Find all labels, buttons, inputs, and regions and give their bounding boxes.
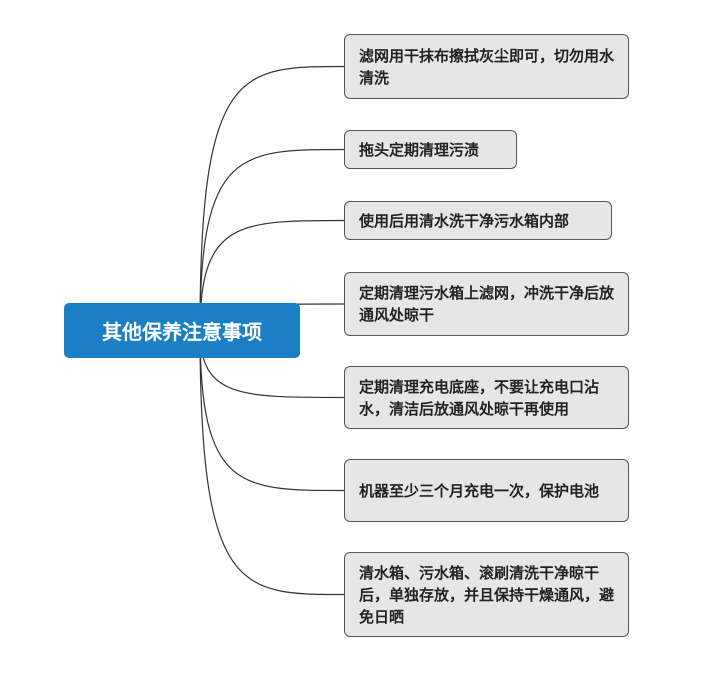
child-node-4[interactable]: 定期清理污水箱上滤网，冲洗干净后放通风处晾干 [344, 272, 629, 336]
connector-line-6 [199, 329, 345, 492]
connector-line-2 [199, 148, 345, 331]
connector-line-7 [199, 329, 345, 596]
root-node[interactable]: 其他保养注意事项 [64, 303, 300, 358]
child-node-2[interactable]: 拖头定期清理污渍 [344, 130, 517, 169]
connector-line-3 [199, 219, 345, 331]
child-node-5[interactable]: 定期清理充电底座，不要让充电口沾水，清洁后放通风处晾干再使用 [344, 366, 629, 429]
child-node-3[interactable]: 使用后用清水洗干净污水箱内部 [344, 201, 612, 240]
child-node-7[interactable]: 清水箱、污水箱、滚刷清洗干净晾干后，单独存放，并且保持干燥通风，避免日晒 [344, 552, 629, 637]
connector-line-1 [199, 65, 345, 331]
child-node-1[interactable]: 滤网用干抹布擦拭灰尘即可，切勿用水清洗 [344, 34, 629, 99]
child-node-6[interactable]: 机器至少三个月充电一次，保护电池 [344, 459, 629, 522]
